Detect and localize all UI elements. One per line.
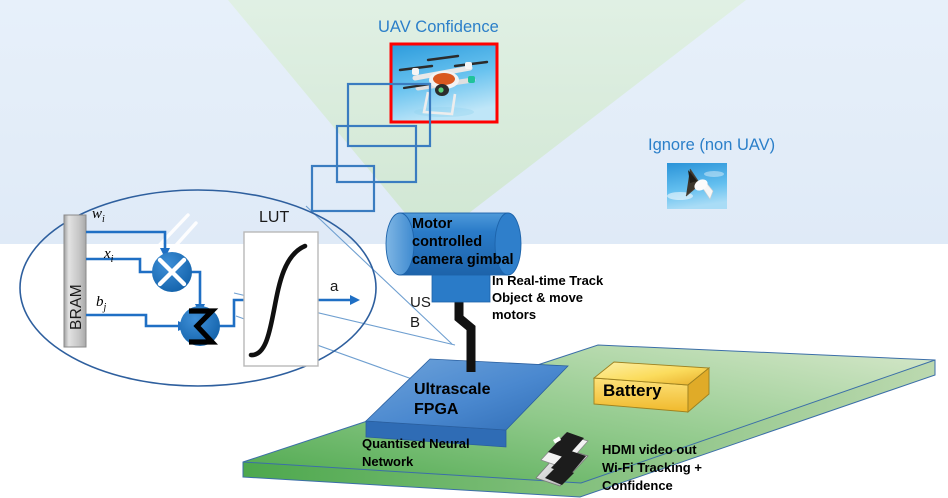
tracking-box-3 [310, 164, 376, 213]
bram-label: BRAM [68, 284, 85, 330]
gimbal-body [399, 212, 509, 276]
gimbal-neck [431, 271, 491, 303]
qnn-label-line2: Network [362, 454, 414, 469]
battery-side [687, 367, 710, 413]
realtime-line2: Object & move [492, 290, 584, 305]
fpga-board [242, 344, 936, 498]
uav-confidence-label: UAV Confidence [378, 18, 499, 36]
board-top-surface [242, 344, 936, 484]
battery-block [592, 361, 711, 413]
sum-node-icon [180, 306, 220, 346]
fpga-label-line2: FPGA [414, 401, 459, 418]
lut-block [243, 231, 319, 367]
bram-block [63, 214, 87, 348]
gimbal-right-cap [494, 212, 522, 276]
gimbal-label-line1: Motor [412, 216, 453, 232]
fpga-chip [365, 358, 569, 448]
realtime-line3: motors [492, 307, 537, 322]
seagull-bird-photo [667, 168, 724, 200]
ignore-non-uav-label: Ignore (non UAV) [648, 136, 776, 154]
input-symbol-label: xi [104, 246, 114, 265]
neuron-zoom-ellipse [19, 189, 377, 387]
tracking-box-1 [346, 82, 432, 148]
gimbal-left-cap [385, 212, 415, 276]
activation-output-label: a [330, 278, 339, 295]
fpga-chip-top [365, 358, 569, 431]
usb-connector-icon [535, 432, 589, 487]
output-line2: Wi-Fi Tracking + [602, 460, 702, 475]
output-line3: Confidence [602, 478, 673, 493]
usb-label-line2: B [410, 314, 421, 331]
weight-symbol-label: wi [92, 206, 105, 225]
quadcopter-drone-photo [398, 54, 489, 117]
realtime-line1: In Real-time Track [492, 273, 604, 288]
bias-symbol-label: bj [96, 294, 107, 313]
usb-cable [454, 300, 476, 372]
output-line1: HDMI video out [602, 442, 697, 457]
usb-label-line1: US [410, 294, 431, 311]
lut-label: LUT [259, 209, 290, 226]
tracking-boxes [310, 82, 432, 213]
tracking-box-2 [335, 124, 418, 184]
bird-photo-frame [667, 163, 727, 209]
gimbal-label-line2: controlled [412, 234, 483, 250]
camera-gimbal [385, 212, 522, 303]
sigmoid-curve-icon [248, 243, 308, 358]
multiply-node-icon [152, 252, 192, 292]
qnn-label-line1: Quantised Neural [362, 436, 470, 451]
gimbal-label-line3: camera gimbal [412, 252, 514, 268]
battery-label: Battery [603, 381, 662, 400]
fpga-label-line1: Ultrascale [414, 381, 491, 398]
